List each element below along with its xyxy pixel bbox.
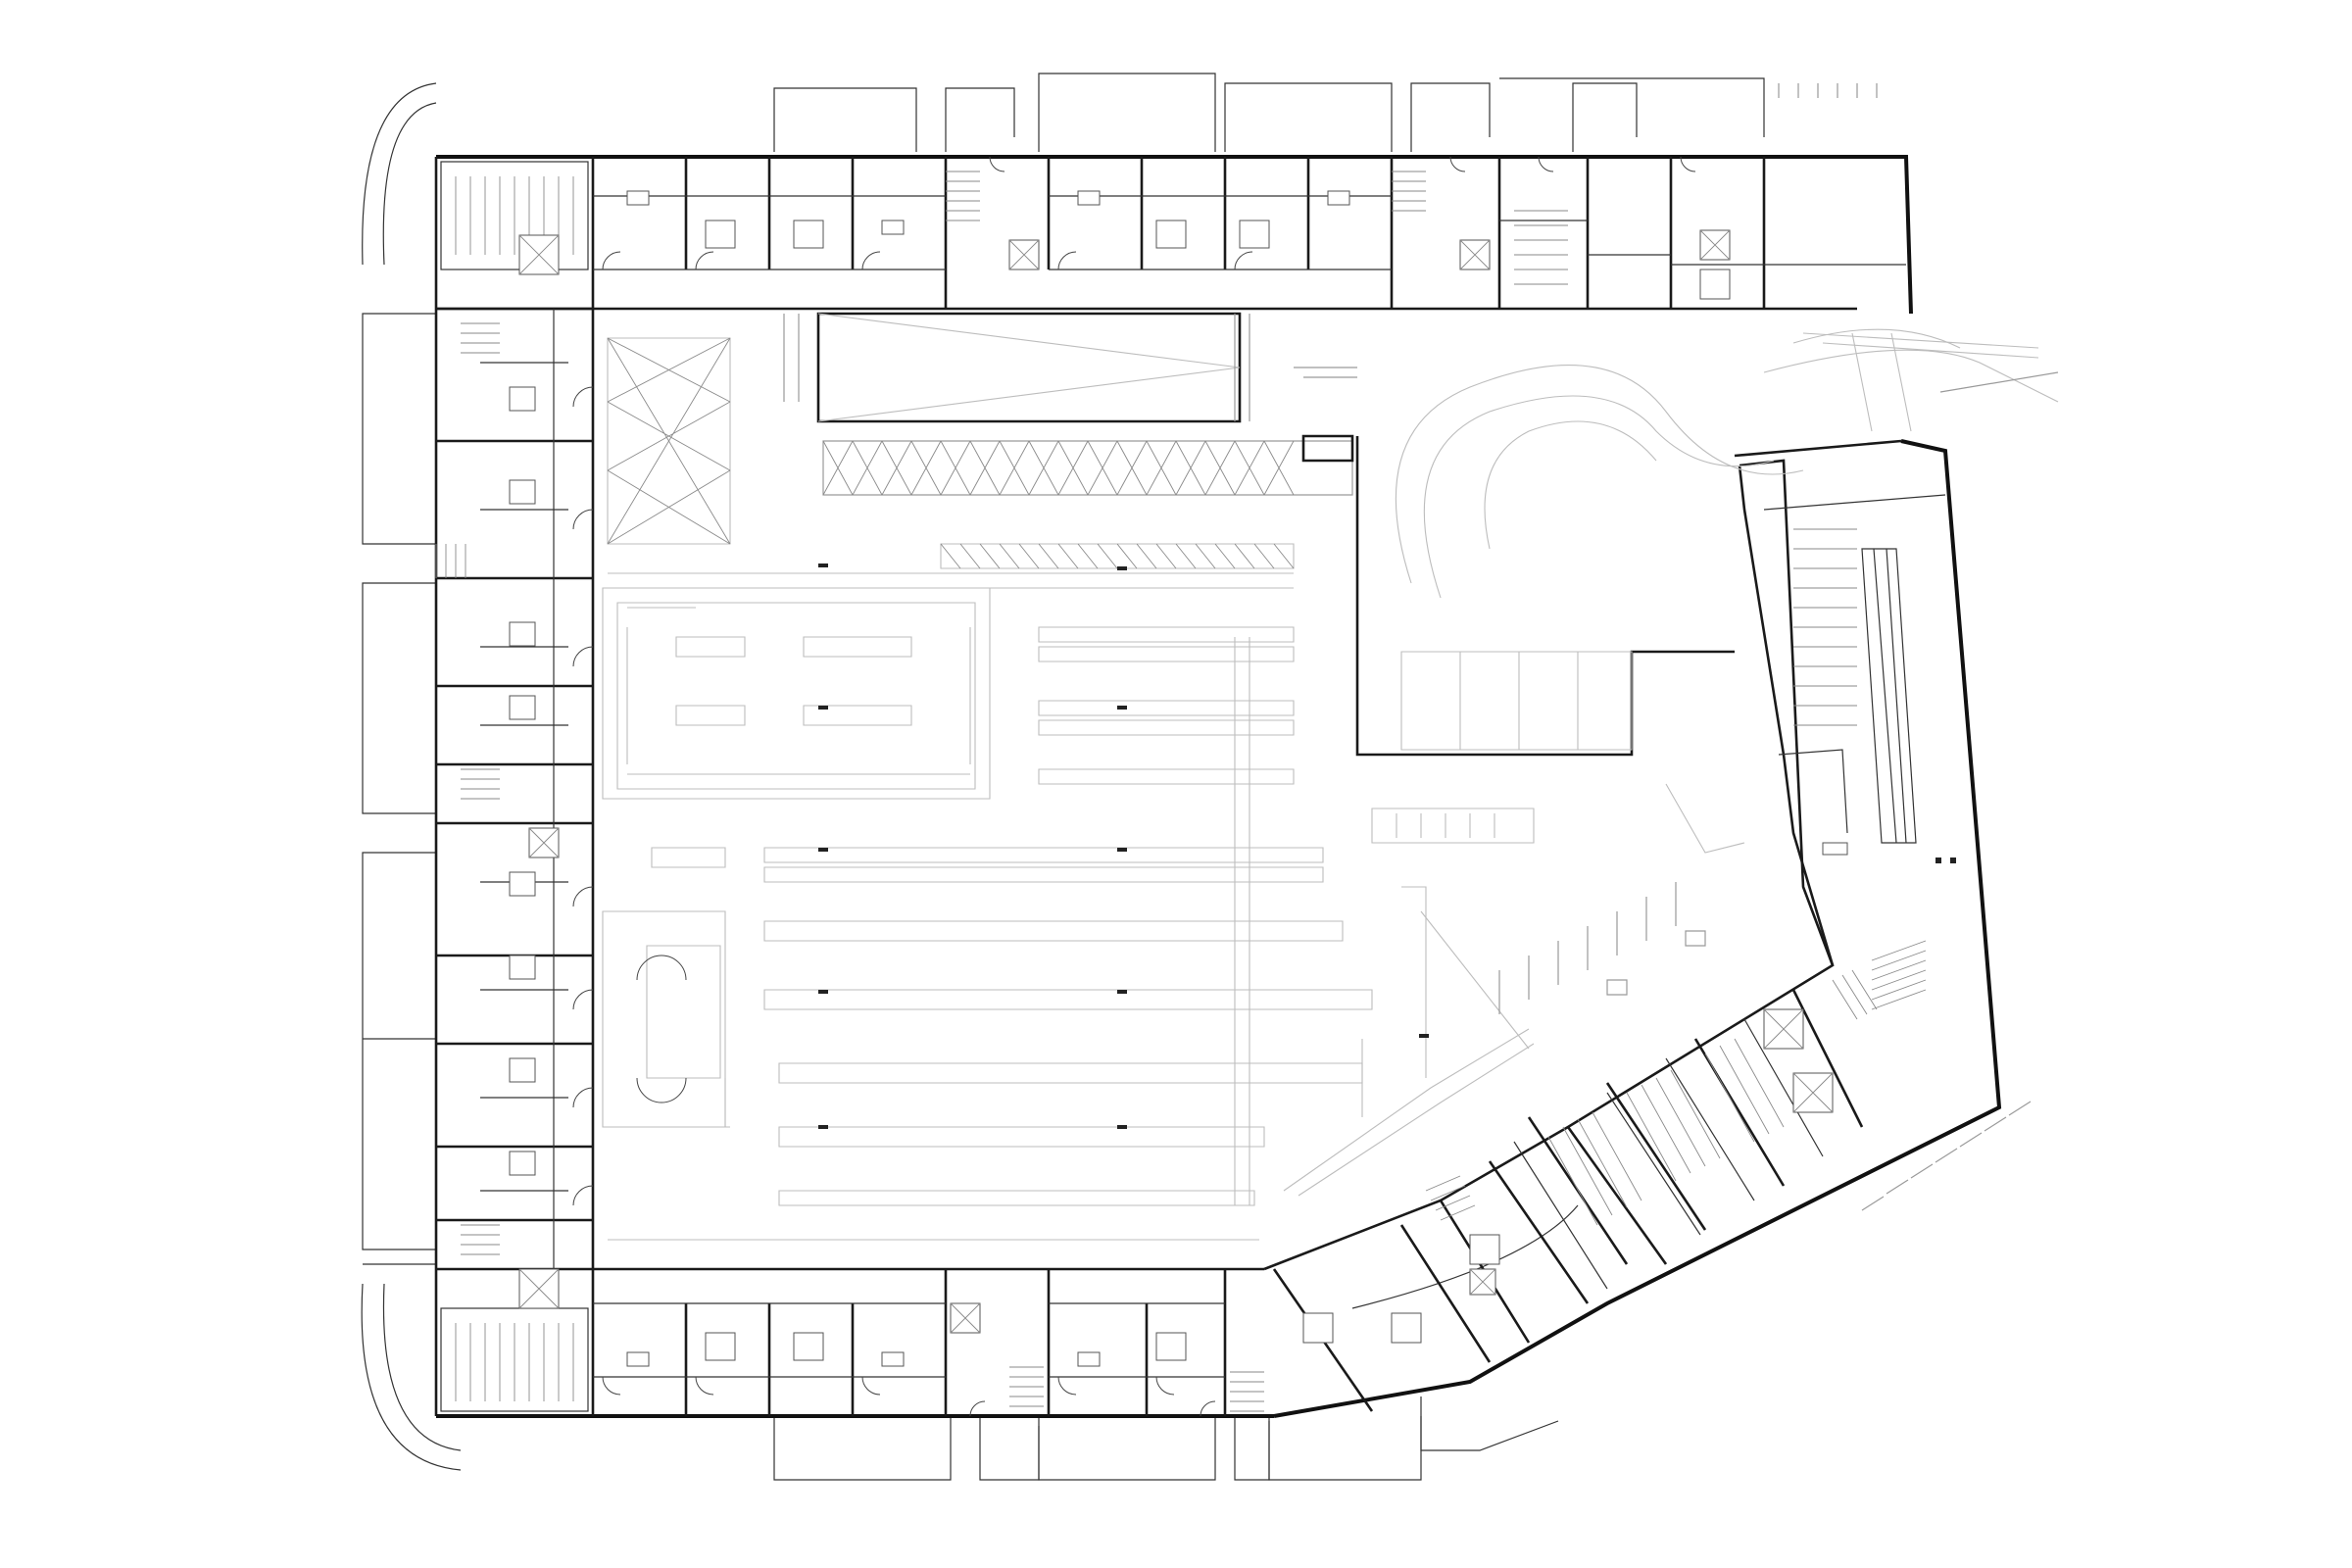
stair-top-2 (1392, 171, 1491, 270)
left-column-units (435, 307, 594, 1271)
supermarket-hall (602, 312, 1745, 1241)
garden-plots-bottom (773, 1396, 1559, 1481)
building-perimeter (434, 155, 2002, 1418)
column-markers (818, 564, 1956, 1129)
stair-top-1 (946, 171, 1040, 270)
site-outline (361, 82, 1579, 1471)
parking-deck (1395, 328, 2059, 751)
bottom-row-units (591, 1269, 1264, 1417)
stair-corner-bottom-left (440, 1268, 589, 1412)
garden-plots-left (362, 313, 436, 1265)
top-row-units (591, 156, 1906, 309)
stair-bottom-2 (1230, 1371, 1264, 1412)
parking-stripes-right (1861, 1101, 2032, 1211)
stair-top-3 (1699, 229, 1731, 300)
stair-bottom-1 (950, 1302, 1044, 1407)
east-wing-units (1272, 969, 1878, 1412)
garden-plots-top (773, 73, 1878, 152)
stair-corner-top-left (440, 161, 589, 275)
east-ramp-wing (1738, 465, 1946, 1010)
